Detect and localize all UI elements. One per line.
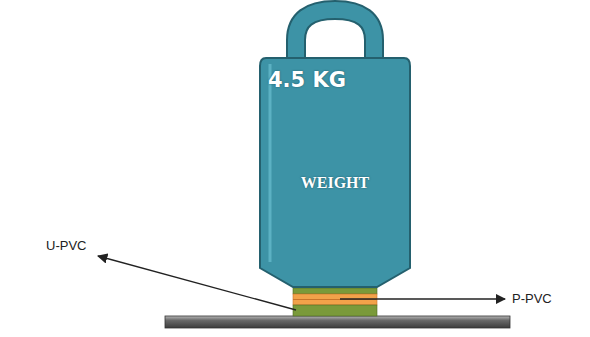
weight-body: 4.5 KG WEIGHT — [258, 56, 412, 288]
material-label: U-PVC — [44, 238, 88, 253]
u-pvc-layer — [293, 305, 377, 316]
base-plate — [165, 316, 510, 328]
material-label: P-PVC — [510, 291, 554, 306]
weight-highlight — [269, 64, 272, 262]
weight-shape — [260, 58, 410, 287]
weight-name: WEIGHT — [301, 174, 369, 192]
weight-mass: 4.5 KG — [268, 68, 346, 92]
leader-line — [340, 298, 505, 299]
u-pvc-layer — [293, 288, 377, 294]
handle-outline — [296, 10, 374, 62]
weight-handle — [296, 10, 374, 62]
